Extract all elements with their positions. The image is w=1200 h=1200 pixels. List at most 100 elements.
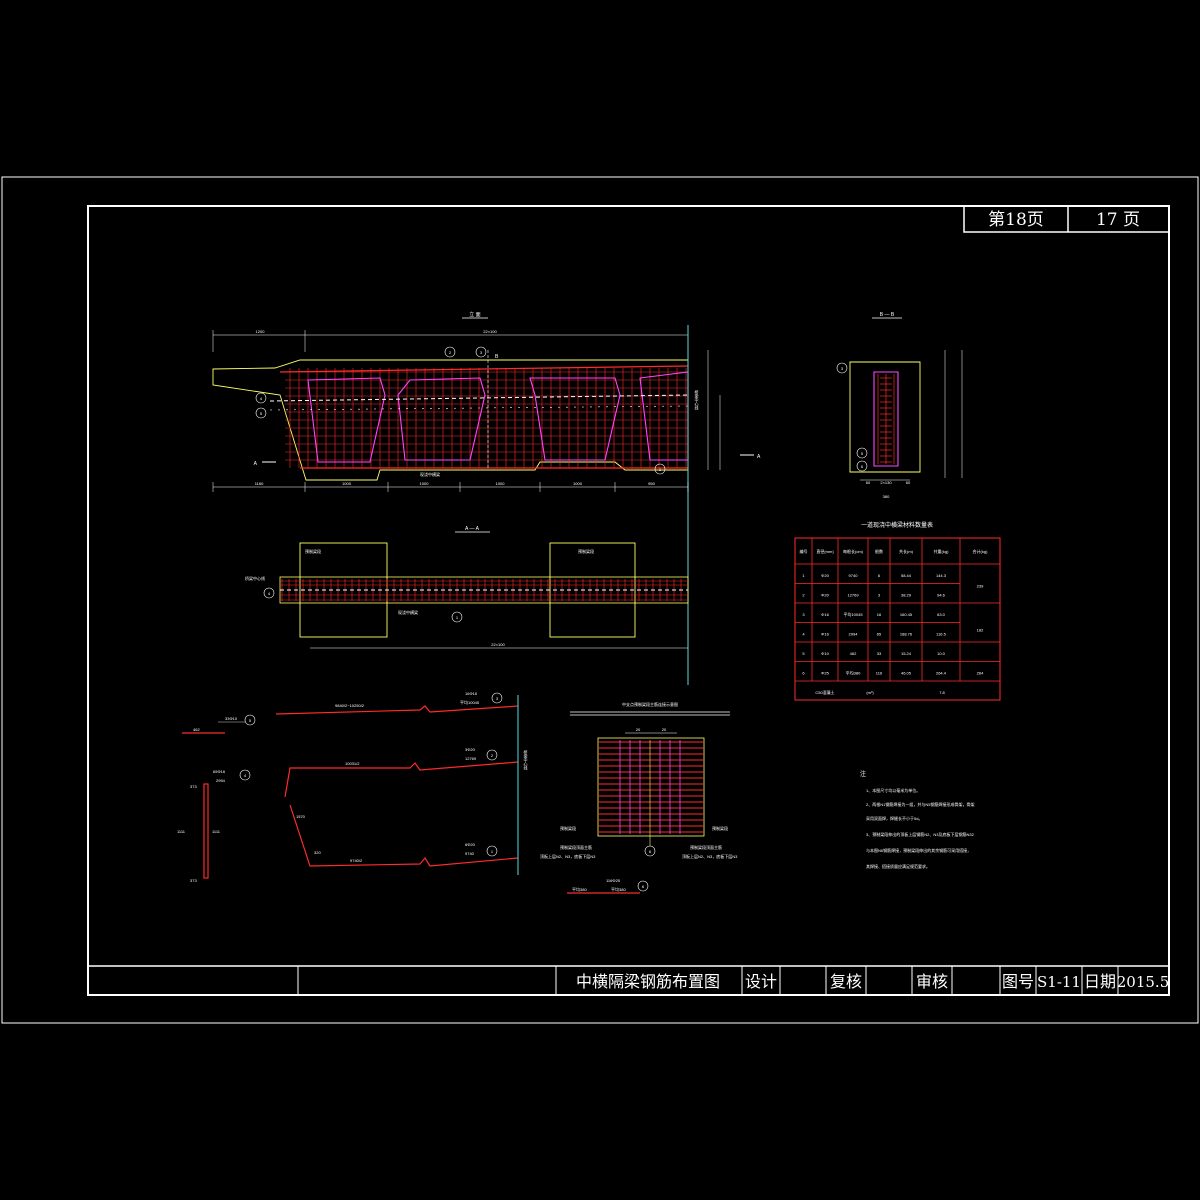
table-header-2: 每根长(cm)	[843, 548, 864, 554]
bar1-hook: 320	[314, 850, 321, 855]
elev-callout-4: 4	[255, 392, 267, 404]
svg-text:5: 5	[260, 411, 263, 416]
elev-dim-bottom-5: 950	[648, 481, 655, 486]
table-cell-4-3: 33	[877, 651, 882, 656]
aa-label-right: 预制梁段	[578, 548, 594, 554]
bar5-callout: 5	[244, 714, 256, 726]
bar2-text: 10031/2	[345, 761, 360, 766]
table-cell-3-3: 65	[877, 632, 882, 637]
table-cell-0-2: 9740	[849, 573, 859, 578]
table-cell-5-3: 116	[876, 671, 883, 676]
bar4-dim-2: 1111	[177, 829, 186, 834]
table-cell-2-6: 182	[977, 628, 984, 633]
table-header-4: 共长(m)	[899, 548, 914, 554]
table-cell-2-1: Φ16	[821, 612, 829, 617]
bb-dim-total: 380	[883, 494, 890, 499]
table-cell-1-0: 2	[802, 593, 805, 598]
drawing-no: S1-11	[1037, 973, 1081, 991]
page-block: 第18页 17 页	[963, 205, 1170, 233]
section-mark-left: A	[254, 461, 258, 467]
table-cell-0-3: 6	[878, 573, 881, 578]
table-header-1: 直径(mm)	[816, 548, 834, 554]
splice-right-note-1: 预制梁段顶面主筋	[690, 844, 722, 850]
svg-text:3: 3	[480, 350, 483, 355]
elev-callout-1: 1	[654, 463, 666, 475]
table-cell-2-2: 平均10045	[843, 611, 863, 617]
bar4-label: 65Φ16	[213, 769, 226, 774]
table-cell-0-6: 239	[977, 584, 984, 589]
table-cell-4-2: 462	[850, 651, 857, 656]
elev-callout-5: 5	[255, 407, 267, 419]
svg-text:2: 2	[491, 753, 494, 758]
bar5-label: 33Φ10	[225, 716, 238, 721]
section-mark-right: A	[757, 454, 761, 460]
elev-dim-bottom-3: 1000	[496, 481, 506, 486]
table-cell-3-5: 116.5	[936, 632, 946, 637]
splice-left-note-2: 顶板上层N2、N3，底板下层N3	[540, 853, 596, 859]
bar3-callout: 3	[491, 692, 503, 704]
bb-callout-6: 6	[856, 460, 868, 472]
table-cell-2-3: 16	[877, 612, 882, 617]
splice-rebar	[598, 740, 704, 846]
splice-dim-2: 20	[662, 727, 667, 732]
bar4-dim-4: 373	[190, 878, 197, 883]
section-bb-view: B — B 60 2×130 60 380 3 5 6	[836, 312, 963, 499]
table-cell-3-4: 188.76	[900, 632, 913, 637]
table-cell-0-1: Φ20	[821, 573, 829, 578]
table-cell-1-3: 3	[878, 593, 881, 598]
table-title: 一道现浇中横梁材料数量表	[861, 521, 933, 529]
bar1-label: 6Φ20	[465, 842, 476, 847]
bar3-label: 16Φ16	[465, 691, 478, 696]
drawing-title: 中横隔梁钢筋布置图	[576, 972, 720, 991]
table-cell-5-6: 264	[977, 671, 984, 676]
svg-text:3: 3	[841, 366, 844, 371]
bar2-label: 3Φ20	[465, 747, 476, 752]
note-1: 1、本图尺寸均以毫米为单位。	[866, 787, 920, 793]
bar4-dim-1: 373	[190, 784, 197, 789]
bar-shapes: 462 33Φ10 5 373 1111 1111 373 65Φ16 2994…	[177, 691, 529, 883]
bb-dim-1: 60	[866, 480, 871, 485]
elev-note-label: 现浇中横梁	[420, 471, 440, 477]
notes-title: 注	[860, 770, 866, 778]
svg-text:4: 4	[244, 773, 247, 778]
bb-rebar	[877, 374, 895, 464]
table-cell-1-5: 94.6	[937, 593, 946, 598]
table-footer-value: 7.8	[939, 690, 945, 695]
table-cell-4-1: Φ10	[821, 651, 829, 656]
elevation-stirrups	[307, 371, 689, 463]
svg-text:6: 6	[642, 884, 645, 889]
elev-dim-top-2: 22×100	[483, 329, 497, 334]
table-cell-4-0: 5	[802, 651, 805, 656]
section-aa-title: A — A	[465, 526, 480, 532]
aa-dim-bottom: 22×100	[491, 642, 505, 647]
bar3-text: 9840/2~10250/2	[335, 703, 365, 708]
svg-text:6: 6	[649, 849, 652, 854]
svg-text:1: 1	[456, 615, 459, 620]
svg-text:2: 2	[449, 350, 452, 355]
notes: 注 1、本图尺寸均以毫米为单位。 2、两根N1钢筋焊接为一组，并与N5钢筋焊接形…	[860, 770, 975, 869]
svg-text:4: 4	[268, 591, 271, 596]
note-2: 2、两根N1钢筋焊接为一组，并与N5钢筋焊接形成骨架，骨架	[866, 801, 974, 807]
bb-callout-5: 5	[856, 447, 868, 459]
bar1-callout: 1	[486, 845, 498, 857]
bar4-len: 2994	[216, 778, 226, 783]
date-value: 2015.5	[1117, 973, 1170, 991]
svg-text:5: 5	[861, 451, 864, 456]
svg-text:6: 6	[861, 464, 864, 469]
note-5: 与本图N6钢筋焊接，预制梁段伸出的其余钢筋可采用搭接，	[866, 847, 971, 853]
elevation-rebar-grid	[279, 365, 689, 469]
table-cell-5-5: 264.4	[936, 671, 947, 676]
aa-label-left: 预制梁段	[305, 548, 321, 554]
table-cell-2-0: 3	[802, 612, 805, 617]
note-4: 3、预制梁段伸出的顶板上层钢筋N2、N3及底板下层钢筋N32	[866, 831, 975, 837]
table-cell-0-0: 1	[802, 573, 805, 578]
bar2-callout: 2	[486, 749, 498, 761]
table-cell-1-1: Φ20	[821, 593, 829, 598]
elev-callout-3: 3	[475, 346, 487, 358]
table-footer-unit: (m³)	[866, 690, 874, 695]
page-current: 第18页	[988, 210, 1044, 230]
elev-dim-bottom-1: 1000	[342, 481, 352, 486]
elev-dim-bottom-4: 1000	[573, 481, 583, 486]
splice-right-note-2: 顶板上层N2、N3，底板下层N3	[682, 853, 738, 859]
elev-dim-bottom-2: 1000	[420, 481, 430, 486]
